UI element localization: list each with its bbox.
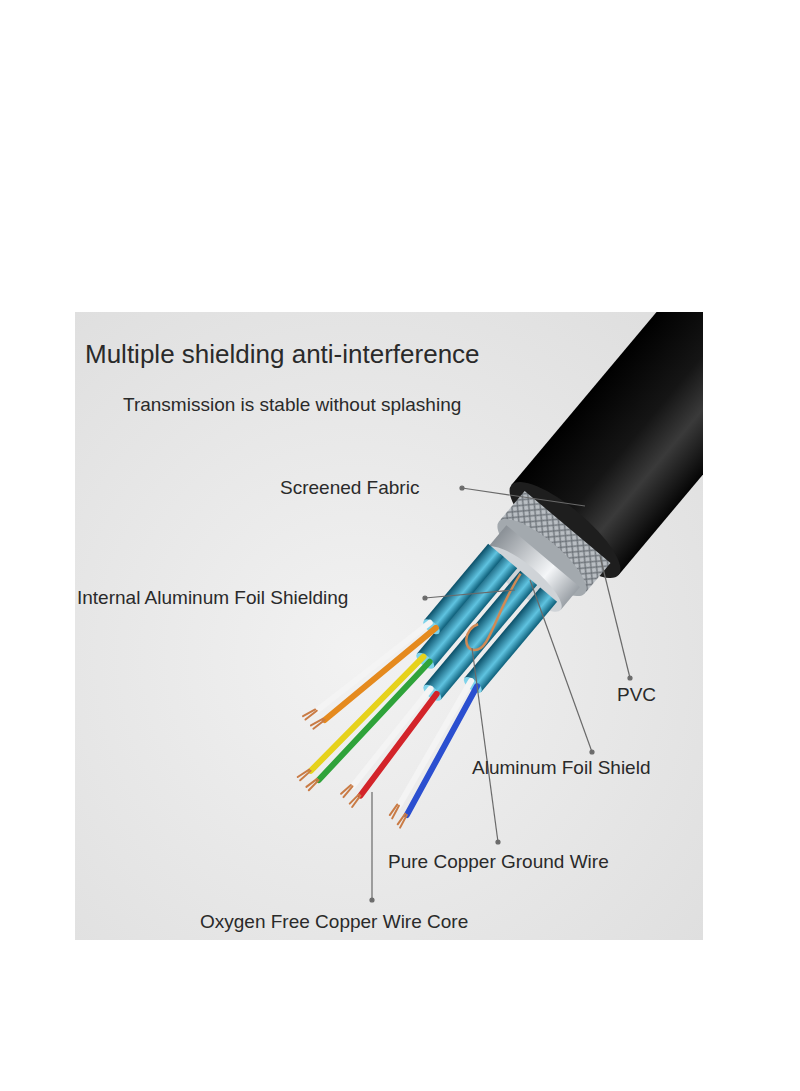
part-label: Internal Aluminum Foil Shielding bbox=[77, 587, 348, 609]
leader-lines bbox=[370, 486, 632, 902]
part-label: PVC bbox=[617, 684, 656, 706]
diagram-subtitle: Transmission is stable without splashing bbox=[123, 394, 461, 416]
cable bbox=[269, 312, 703, 854]
part-label: Oxygen Free Copper Wire Core bbox=[200, 911, 468, 933]
part-label: Pure Copper Ground Wire bbox=[388, 851, 609, 873]
part-label: Aluminum Foil Shield bbox=[472, 757, 650, 779]
diagram-title: Multiple shielding anti-interference bbox=[85, 340, 480, 370]
part-label: Screened Fabric bbox=[280, 477, 419, 499]
